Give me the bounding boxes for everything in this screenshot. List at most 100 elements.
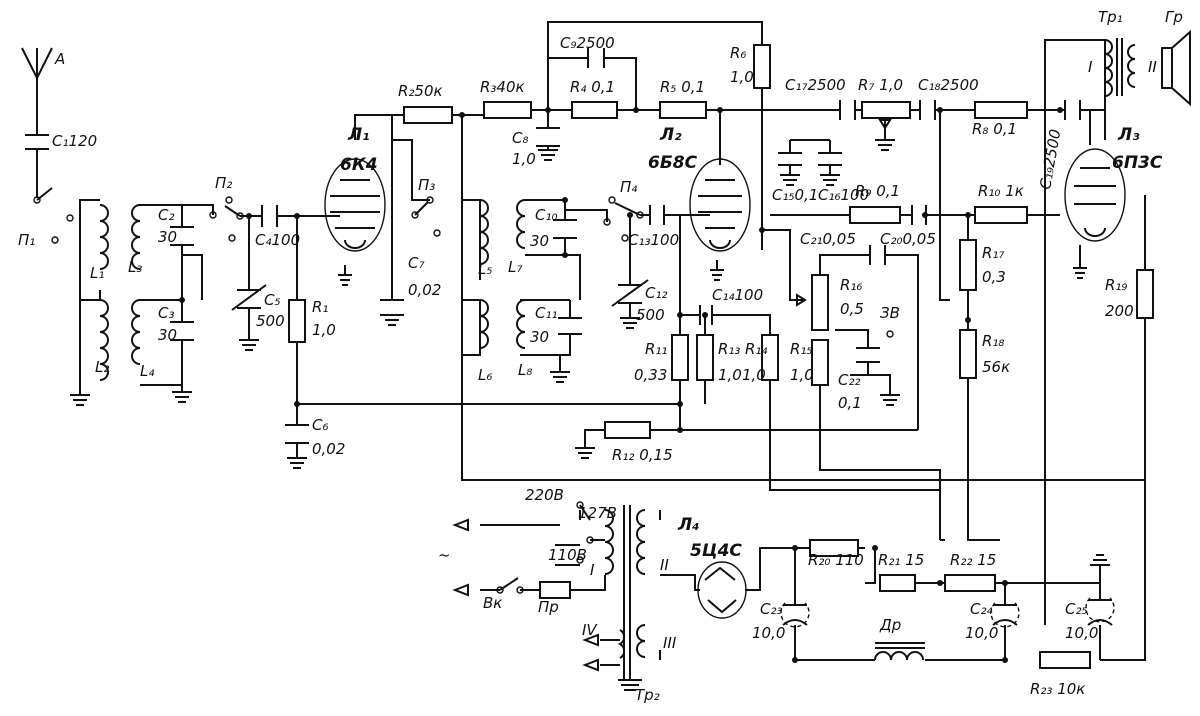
c7-capacitor xyxy=(380,299,404,316)
l4-coil xyxy=(131,299,141,365)
label-r12: R₁₂ 0,15 xyxy=(612,446,673,464)
label-l6: L₆ xyxy=(478,366,492,384)
label-c12-value: 500 xyxy=(636,306,665,324)
r19-resistor xyxy=(1136,269,1154,319)
label-r1-value: 1,0 xyxy=(312,321,336,339)
c10-capacitor xyxy=(553,219,577,239)
label-c21: C₂₁0,05 xyxy=(800,230,856,248)
c15-capacitor xyxy=(778,140,802,175)
label-p3: П₃ xyxy=(418,176,435,194)
r7-potentiometer xyxy=(861,101,911,119)
label-c11-value: 30 xyxy=(530,328,549,346)
r1-resistor xyxy=(288,299,306,343)
label-110v: 110В xyxy=(548,546,587,564)
label-p2: П₂ xyxy=(215,174,232,192)
tube-l1-envelope xyxy=(324,158,386,252)
r9-resistor xyxy=(849,206,901,224)
r18-resistor xyxy=(959,329,977,379)
r6-resistor xyxy=(753,44,771,89)
c9-capacitor xyxy=(587,48,605,68)
label-c7: C₇ xyxy=(408,254,425,272)
label-c20: C₂₀0,05 xyxy=(880,230,936,248)
label-l7: L₇ xyxy=(508,258,522,276)
label-r20: R₂₀ 110 xyxy=(808,551,864,569)
label-c5: C₅ xyxy=(264,291,281,309)
c11-capacitor xyxy=(558,317,582,335)
label-r21: R₂₁ 15 xyxy=(878,551,924,569)
resistors xyxy=(288,44,1154,669)
label-speaker: Гр xyxy=(1165,8,1183,26)
label-l1: L₁ xyxy=(90,264,104,282)
fuse xyxy=(539,581,571,599)
label-c3-value: 30 xyxy=(158,326,177,344)
label-c13: C₁₃100 xyxy=(628,231,679,249)
label-antenna: А xyxy=(54,50,65,68)
r14-resistor xyxy=(761,334,779,381)
label-c23: C₂₃ xyxy=(760,600,783,618)
ground-symbols xyxy=(70,139,1110,691)
label-tube-l4-type: 5Ц4С xyxy=(690,541,742,561)
label-r19: R₁₉ xyxy=(1105,276,1127,294)
r2-resistor xyxy=(403,106,453,124)
c24-electrolytic-capacitor xyxy=(992,604,1018,626)
r12-resistor xyxy=(604,421,651,439)
choke-coil xyxy=(874,651,924,661)
label-r18-value: 56к xyxy=(982,358,1010,376)
label-tube-l2-type: 6Б8С xyxy=(648,153,698,173)
label-c24-value: 10,0 xyxy=(965,624,998,642)
c6-capacitor xyxy=(285,424,309,444)
c19-capacitor xyxy=(1064,100,1081,120)
coils xyxy=(99,38,1136,680)
c16-capacitor xyxy=(818,152,842,175)
label-r6: R₆ xyxy=(730,44,746,62)
label-c11: C₁₁ xyxy=(535,304,558,322)
tube-l4-rectifier xyxy=(697,561,747,619)
label-c10-value: 30 xyxy=(530,232,549,250)
l6-coil xyxy=(479,299,489,349)
r15-resistor xyxy=(811,339,829,386)
label-r2: R₂50к xyxy=(398,82,443,100)
label-p1: П₁ xyxy=(18,231,35,249)
label-c23-value: 10,0 xyxy=(752,624,785,642)
label-c2-value: 30 xyxy=(158,228,177,246)
r17-resistor xyxy=(959,239,977,291)
label-r4: R₄ 0,1 xyxy=(570,78,615,96)
c18-capacitor xyxy=(919,100,936,120)
l7-coil xyxy=(516,199,526,249)
label-c3: C₃ xyxy=(158,304,175,322)
label-tr2-winding-iii: III xyxy=(663,634,677,652)
label-r18: R₁₈ xyxy=(982,332,1004,350)
tr2-winding-iii xyxy=(636,624,646,658)
c14-capacitor xyxy=(699,305,713,325)
label-c7-value: 0,02 xyxy=(408,281,441,299)
label-r10: R₁₀ 1к xyxy=(978,182,1024,200)
label-r13-value: 1,0 xyxy=(718,366,742,384)
label-r8: R₈ 0,1 xyxy=(972,120,1017,138)
label-c4: C₄100 xyxy=(255,231,300,249)
junction-dots xyxy=(179,107,1063,663)
label-c25-value: 10,0 xyxy=(1065,624,1098,642)
label-c22-value: 0,1 xyxy=(838,394,862,412)
label-tube-l2: Л₂ xyxy=(659,125,682,145)
tr1-secondary-winding xyxy=(1127,44,1136,88)
r11-resistor xyxy=(671,334,689,381)
l3-coil xyxy=(131,204,141,270)
label-tr2-winding-i: I xyxy=(590,561,595,579)
tr2-winding-ii xyxy=(636,509,646,575)
c4-capacitor xyxy=(261,205,278,227)
tube-l2-envelope xyxy=(689,158,751,252)
label-r22: R₂₂ 15 xyxy=(950,551,996,569)
c13-capacitor xyxy=(649,205,665,225)
label-c8: C₈ xyxy=(512,129,529,147)
label-tube-l1: Л₁ xyxy=(347,125,370,145)
label-r9: R₉ 0,1 xyxy=(855,182,900,200)
c5-variable-capacitor xyxy=(231,284,267,311)
label-tube-l4: Л₄ xyxy=(677,515,700,535)
c25-electrolytic-capacitor xyxy=(1087,599,1113,626)
tr1-primary-winding xyxy=(1104,39,1113,97)
c22-capacitor xyxy=(856,347,880,363)
tube-l3-envelope xyxy=(1064,148,1126,242)
label-r17: R₁₇ xyxy=(982,244,1004,262)
